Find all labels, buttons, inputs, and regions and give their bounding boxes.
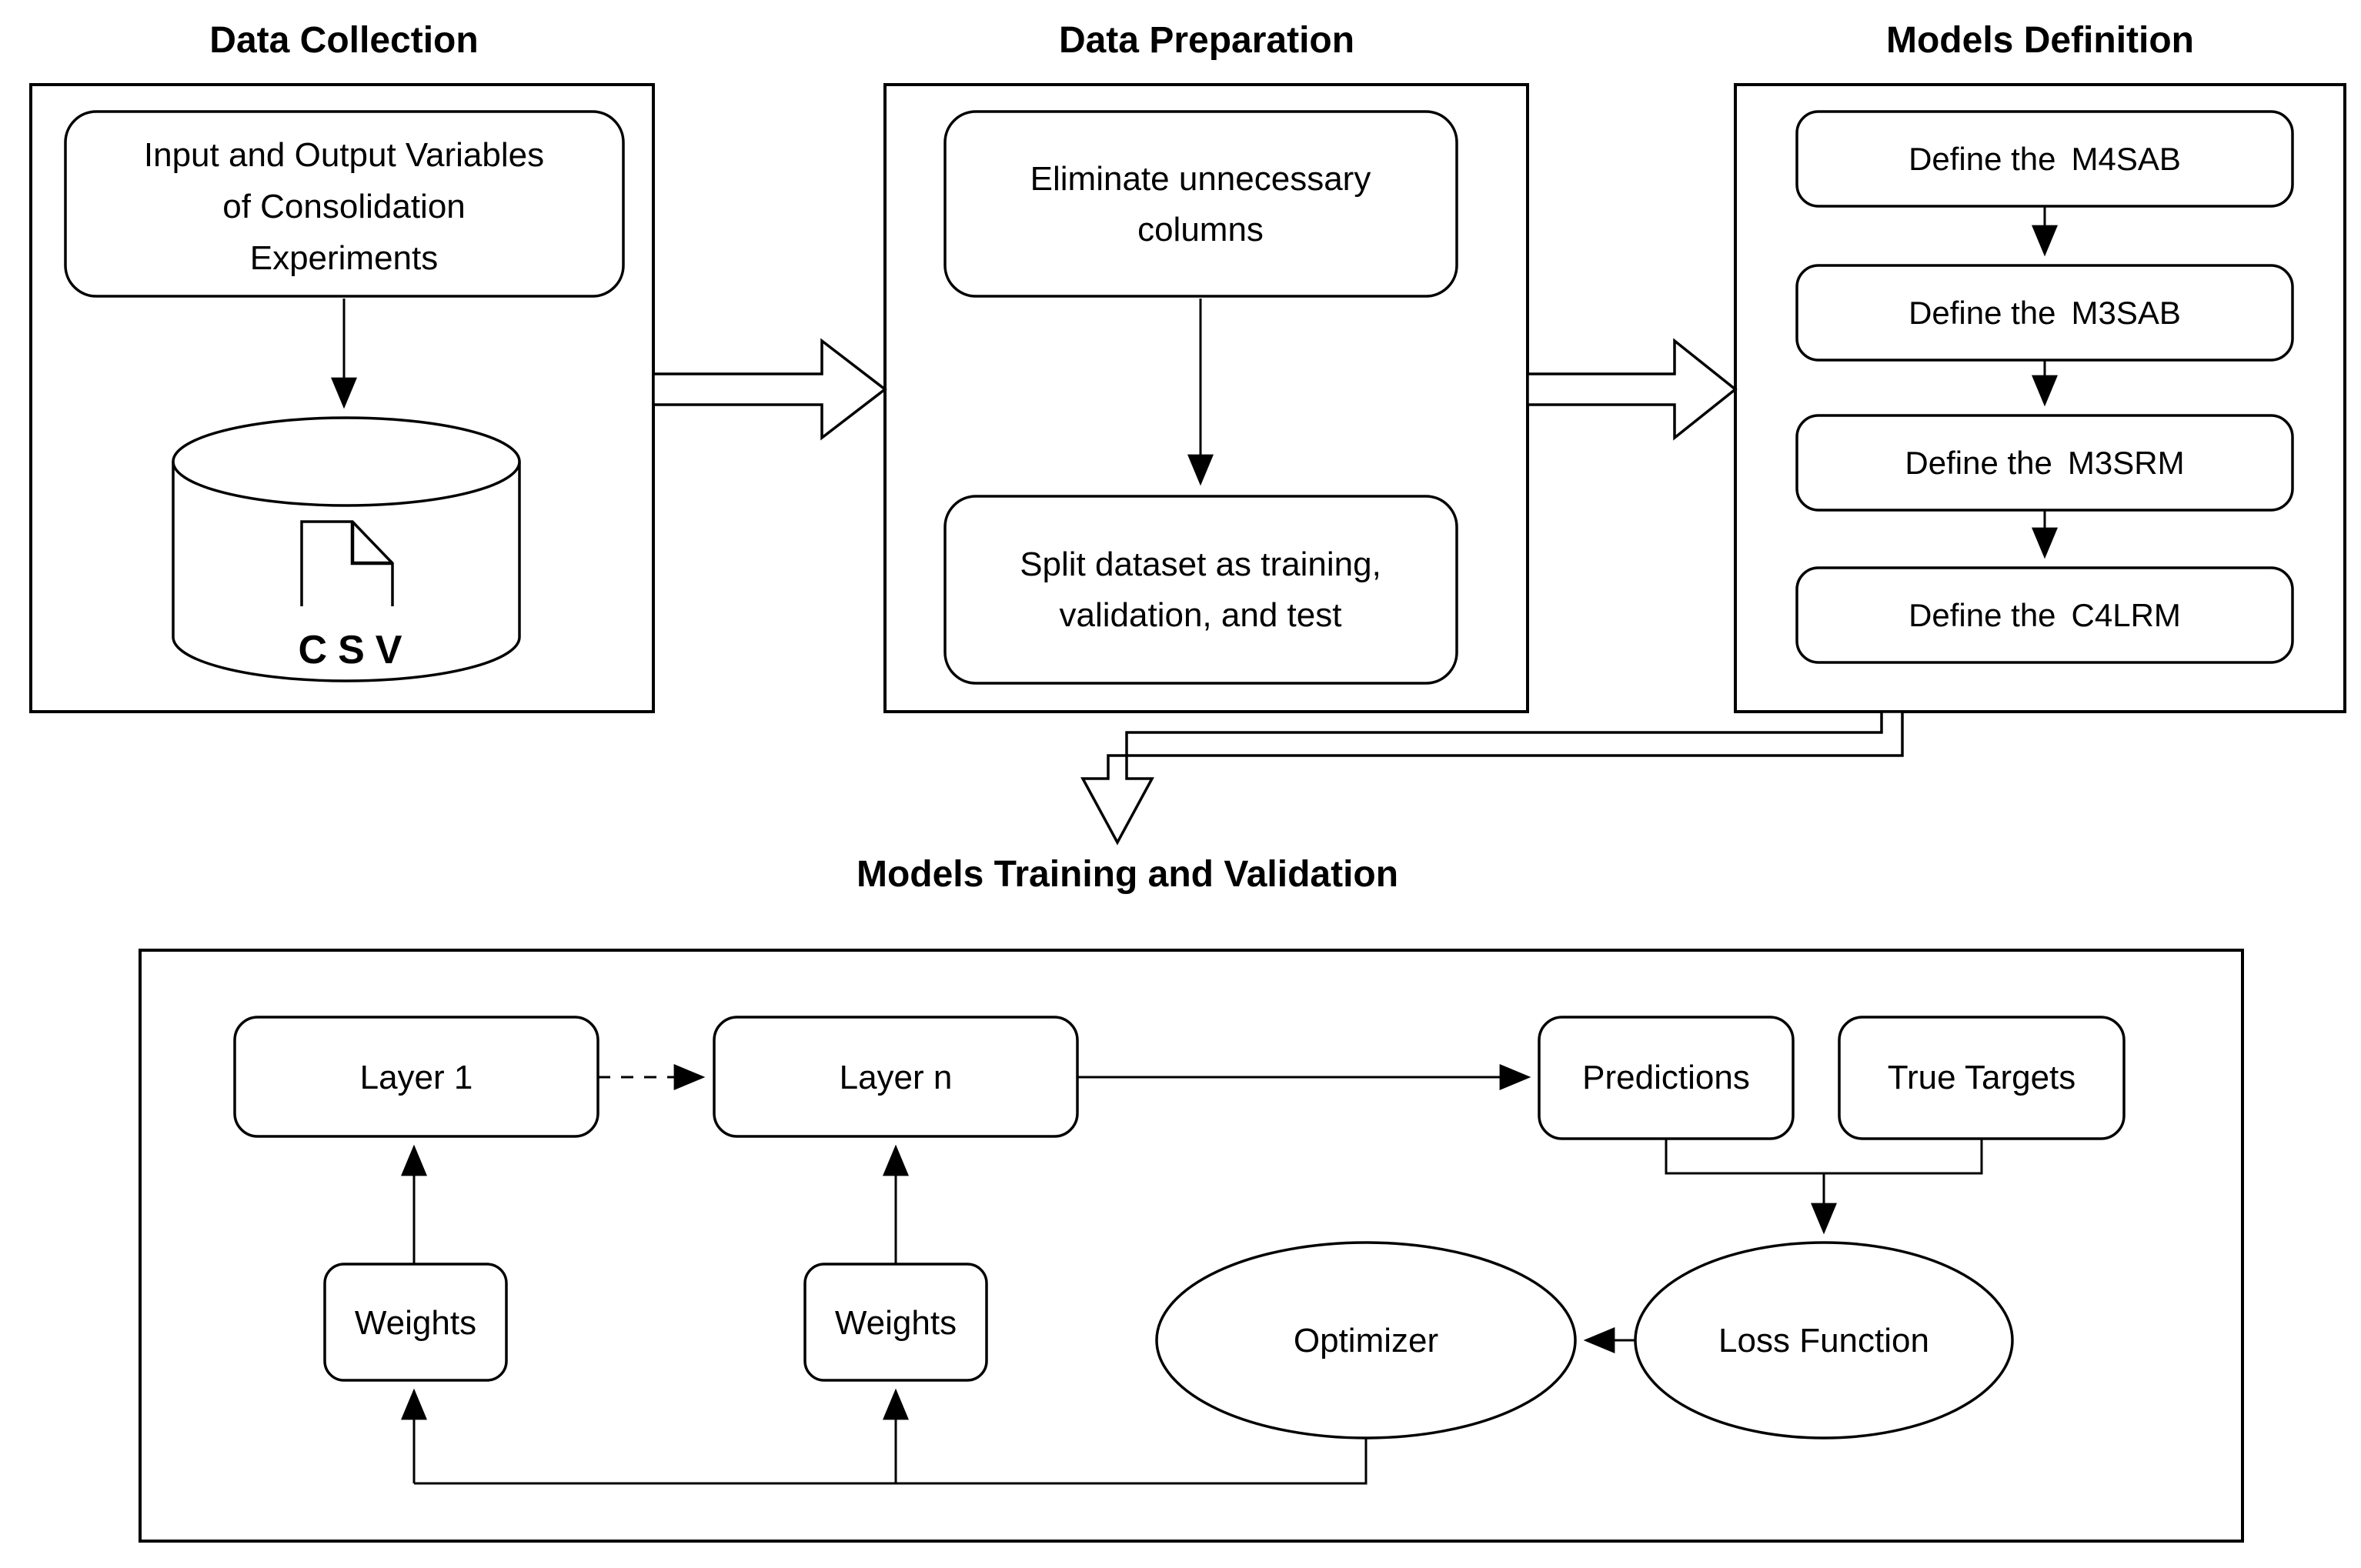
data-collection-title: Data Collection <box>209 20 478 61</box>
input-output-variables-line1: Input and Output Variables <box>144 136 544 174</box>
models-definition-title: Models Definition <box>1886 20 2194 61</box>
input-output-variables-box <box>64 110 625 298</box>
input-output-variables-line3: Experiments <box>250 239 439 277</box>
eliminate-columns-line2: columns <box>1137 211 1264 249</box>
section-data-collection: Data Collection Input and Output Variabl… <box>29 20 655 713</box>
elbow-arrow-definition-to-training <box>1080 710 1904 846</box>
loss-function-label: Loss Function <box>1718 1322 1929 1359</box>
csv-database-cylinder: CSV <box>172 416 521 682</box>
models-training-panel <box>139 949 2244 1543</box>
layer1-label: Layer 1 <box>360 1059 473 1096</box>
feedback-line-optimizer <box>414 1438 1368 1485</box>
section-data-preparation: Data Preparation Eliminate unnecessary c… <box>883 20 1529 713</box>
predictions-label: Predictions <box>1582 1059 1750 1096</box>
input-output-variables-line2: of Consolidation <box>222 188 466 225</box>
define-c4lrm-box <box>1795 566 2294 664</box>
eliminate-columns-box <box>943 110 1458 298</box>
models-definition-panel <box>1734 83 2346 713</box>
block-arrow-preparation-to-definition <box>1526 338 1738 441</box>
weights2-label: Weights <box>835 1304 957 1342</box>
section-models-training: Models Training and Validation Layer 1 L… <box>139 854 2244 1543</box>
eliminate-columns-line1: Eliminate unnecessary <box>1030 160 1371 198</box>
optimizer-label: Optimizer <box>1294 1322 1438 1359</box>
split-dataset-line2: validation, and test <box>1060 596 1342 634</box>
csv-label: CSV <box>299 628 413 672</box>
weights1-box <box>323 1263 508 1382</box>
cylinder-top <box>172 416 521 507</box>
weights1-label: Weights <box>355 1304 476 1342</box>
merge-connector-predictions-targets <box>1665 1139 1983 1175</box>
split-dataset-box <box>943 495 1458 685</box>
split-dataset-line1: Split dataset as training, <box>1020 545 1381 583</box>
layern-label: Layer n <box>840 1059 953 1096</box>
csv-file-icon <box>300 520 394 606</box>
block-arrow-collection-to-preparation <box>652 338 887 441</box>
true-targets-label: True Targets <box>1888 1059 2076 1096</box>
data-preparation-title: Data Preparation <box>1059 20 1354 61</box>
models-training-title: Models Training and Validation <box>857 854 1398 895</box>
